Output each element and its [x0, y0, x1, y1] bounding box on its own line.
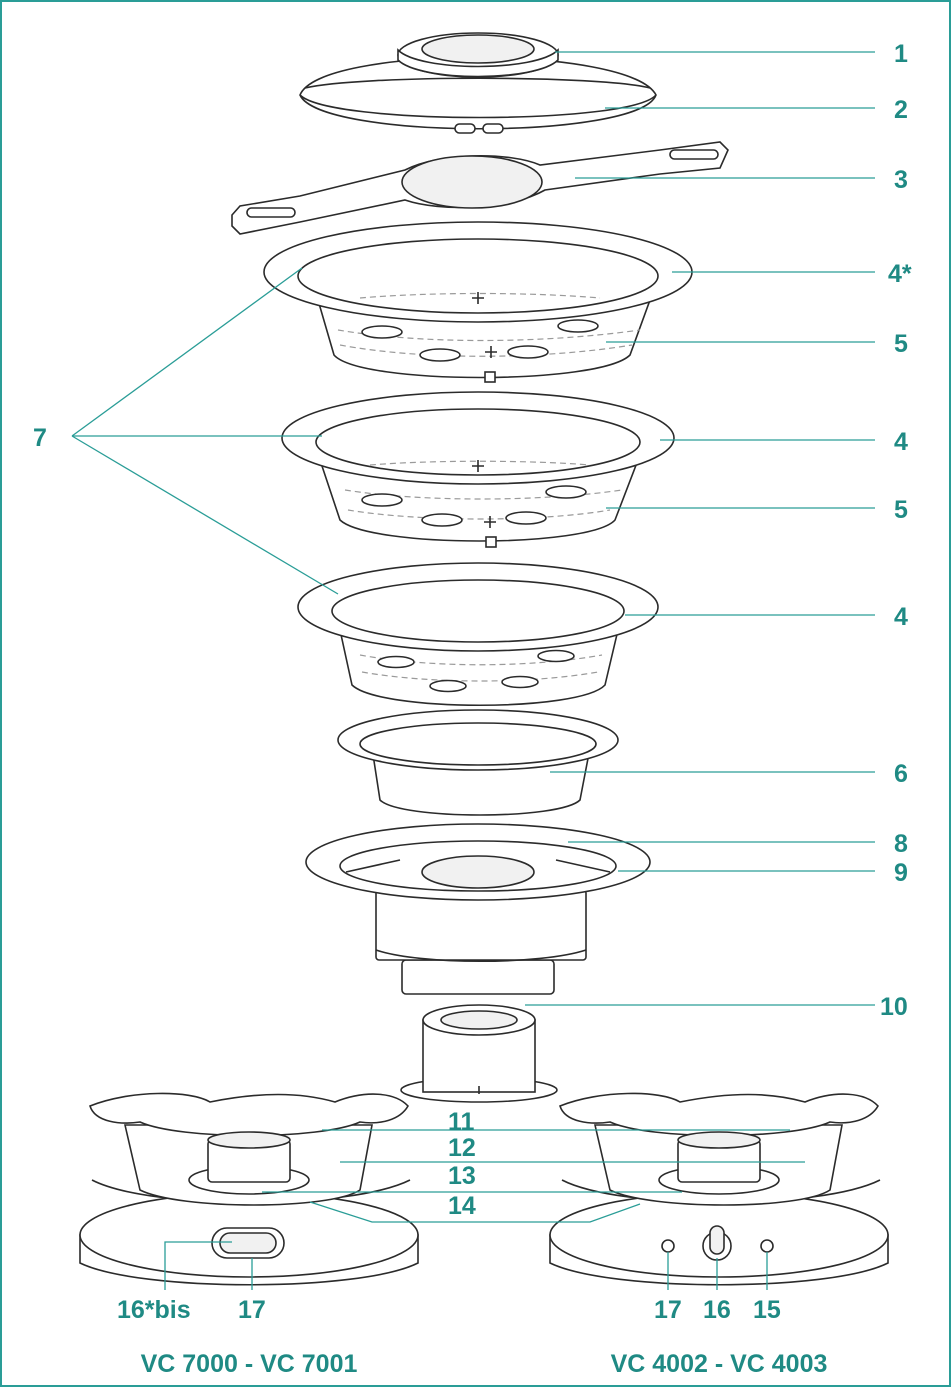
callout-16-bis: 16*bis	[117, 1296, 191, 1324]
steam-concentrator	[305, 823, 651, 995]
callout-3: 3	[894, 166, 908, 194]
steam-bowl-middle	[281, 391, 675, 548]
callout-8: 8	[894, 830, 908, 858]
callout-10: 10	[880, 993, 908, 1021]
callout-17-left: 17	[238, 1296, 266, 1324]
callout-9: 9	[894, 859, 908, 887]
callout-7: 7	[33, 424, 47, 452]
juice-collector	[337, 709, 619, 816]
model-label-left: VC 7000 - VC 7001	[141, 1350, 358, 1378]
lid	[299, 56, 657, 134]
callout-12: 12	[448, 1134, 476, 1162]
callout-4-lower: 4	[894, 603, 908, 631]
callout-5-top: 5	[894, 330, 908, 358]
callout-15: 15	[753, 1296, 781, 1324]
callout-4-middle: 4	[894, 428, 908, 456]
callout-6: 6	[894, 760, 908, 788]
model-label-right: VC 4002 - VC 4003	[611, 1350, 828, 1378]
base-right	[549, 1092, 889, 1286]
callout-13: 13	[448, 1162, 476, 1190]
callout-14: 14	[448, 1192, 476, 1220]
callout-4-star: 4*	[888, 260, 912, 288]
steam-bowl-lower	[297, 562, 659, 706]
callout-5-middle: 5	[894, 496, 908, 524]
callout-1: 1	[894, 40, 908, 68]
lid-knob	[397, 32, 559, 78]
callout-numbers: 1 2 3 4* 5 4 5 4 6 8 9 10 7 11 12 13 14 …	[33, 40, 912, 1324]
tongs	[231, 141, 729, 235]
callout-2: 2	[894, 96, 908, 124]
callout-16: 16	[703, 1296, 731, 1324]
steam-bowl-top	[263, 221, 693, 383]
callout-11: 11	[448, 1108, 475, 1136]
leader-lines	[71, 51, 875, 1290]
base-left	[79, 1092, 419, 1286]
callout-17-right: 17	[654, 1296, 682, 1324]
water-level-tube	[400, 1004, 558, 1103]
